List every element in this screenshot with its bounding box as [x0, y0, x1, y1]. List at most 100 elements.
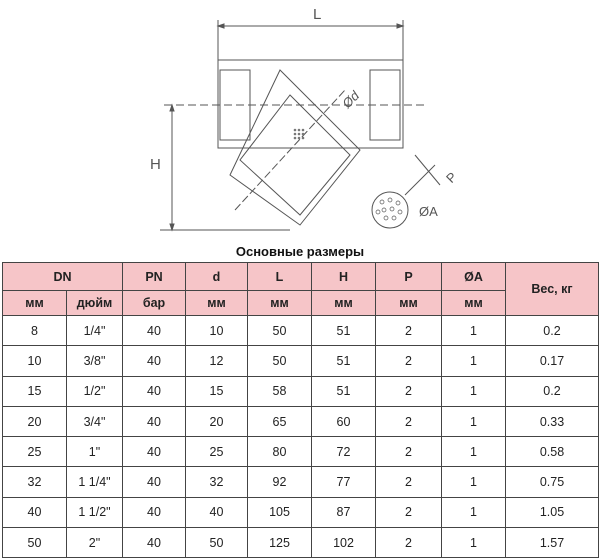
- table-cell: 1: [441, 466, 506, 498]
- table-cell: 2: [375, 345, 442, 377]
- table-cell: 0.17: [505, 345, 599, 377]
- table-cell: 0.75: [505, 466, 599, 498]
- header-p: P: [375, 262, 442, 291]
- table-cell: 10: [2, 345, 67, 377]
- unit-header: бар: [122, 290, 186, 316]
- table-cell: 0.2: [505, 375, 599, 407]
- table-cell: 40: [122, 436, 186, 468]
- table-cell: 1": [66, 436, 123, 468]
- unit-header: мм: [2, 290, 67, 316]
- table-cell: 0.33: [505, 405, 599, 438]
- table-cell: 1: [441, 345, 506, 377]
- table-cell: 92: [247, 466, 312, 498]
- table-cell: 25: [2, 436, 67, 468]
- unit-header: мм: [185, 290, 248, 316]
- table-cell: 2: [375, 314, 442, 347]
- table-cell: 58: [247, 375, 312, 407]
- table-cell: 1: [441, 527, 506, 558]
- label-A: ØA: [419, 204, 438, 219]
- label-L: L: [313, 6, 322, 23]
- unit-header: мм: [441, 290, 506, 316]
- table-cell: 3/8": [66, 345, 123, 377]
- table-cell: 51: [311, 314, 376, 347]
- table-cell: 60: [311, 405, 376, 438]
- unit-header: мм: [247, 290, 312, 316]
- table-cell: 125: [247, 527, 312, 558]
- table-cell: 50: [247, 314, 312, 347]
- y-strainer-drawing: [160, 20, 441, 232]
- table-cell: 32: [2, 466, 67, 498]
- table-cell: 2: [375, 496, 442, 529]
- table-cell: 15: [2, 375, 67, 407]
- header-l: L: [247, 262, 312, 291]
- unit-header: дюйм: [66, 290, 123, 316]
- table-cell: 3/4": [66, 405, 123, 438]
- table-cell: 40: [122, 405, 186, 438]
- table-cell: 1: [441, 405, 506, 438]
- table-cell: 1.05: [505, 496, 599, 529]
- table-cell: 20: [185, 405, 248, 438]
- table-cell: 12: [185, 345, 248, 377]
- table-cell: 1: [441, 314, 506, 347]
- table-cell: 40: [122, 345, 186, 377]
- table-cell: 1: [441, 496, 506, 529]
- table-cell: 1: [441, 436, 506, 468]
- table-cell: 105: [247, 496, 312, 529]
- unit-header: мм: [311, 290, 376, 316]
- table-cell: 50: [2, 527, 67, 558]
- table-cell: 102: [311, 527, 376, 558]
- table-cell: 51: [311, 345, 376, 377]
- table-cell: 2: [375, 466, 442, 498]
- table-cell: 8: [2, 314, 67, 347]
- table-cell: 2": [66, 527, 123, 558]
- table-cell: 2: [375, 436, 442, 468]
- table-cell: 77: [311, 466, 376, 498]
- table-cell: 0.58: [505, 436, 599, 468]
- table-cell: 1/2": [66, 375, 123, 407]
- table-cell: 40: [122, 466, 186, 498]
- table-cell: 0.2: [505, 314, 599, 347]
- table-cell: 80: [247, 436, 312, 468]
- table-cell: 20: [2, 405, 67, 438]
- table-cell: 40: [185, 496, 248, 529]
- table-cell: 25: [185, 436, 248, 468]
- table-cell: 40: [122, 314, 186, 347]
- table-cell: 10: [185, 314, 248, 347]
- header-dn: DN: [2, 262, 123, 291]
- table-cell: 40: [122, 375, 186, 407]
- header-d: d: [185, 262, 248, 291]
- table-cell: 87: [311, 496, 376, 529]
- table-cell: 50: [185, 527, 248, 558]
- table-cell: 1 1/4": [66, 466, 123, 498]
- table-cell: 51: [311, 375, 376, 407]
- table-cell: 72: [311, 436, 376, 468]
- table-cell: 1 1/2": [66, 496, 123, 529]
- table-cell: 32: [185, 466, 248, 498]
- table-cell: 1: [441, 375, 506, 407]
- table-cell: 1.57: [505, 527, 599, 558]
- table-cell: 50: [247, 345, 312, 377]
- header-pn: PN: [122, 262, 186, 291]
- header-h: H: [311, 262, 376, 291]
- table-cell: 40: [122, 496, 186, 529]
- table-cell: 65: [247, 405, 312, 438]
- table-title: Основные размеры: [235, 244, 365, 259]
- table-cell: 2: [375, 527, 442, 558]
- table-cell: 40: [122, 527, 186, 558]
- table-cell: 2: [375, 405, 442, 438]
- unit-header: мм: [375, 290, 442, 316]
- label-H: H: [150, 156, 161, 173]
- table-cell: 40: [2, 496, 67, 529]
- header-weight: Вес, кг: [505, 262, 599, 316]
- table-cell: 15: [185, 375, 248, 407]
- table-cell: 2: [375, 375, 442, 407]
